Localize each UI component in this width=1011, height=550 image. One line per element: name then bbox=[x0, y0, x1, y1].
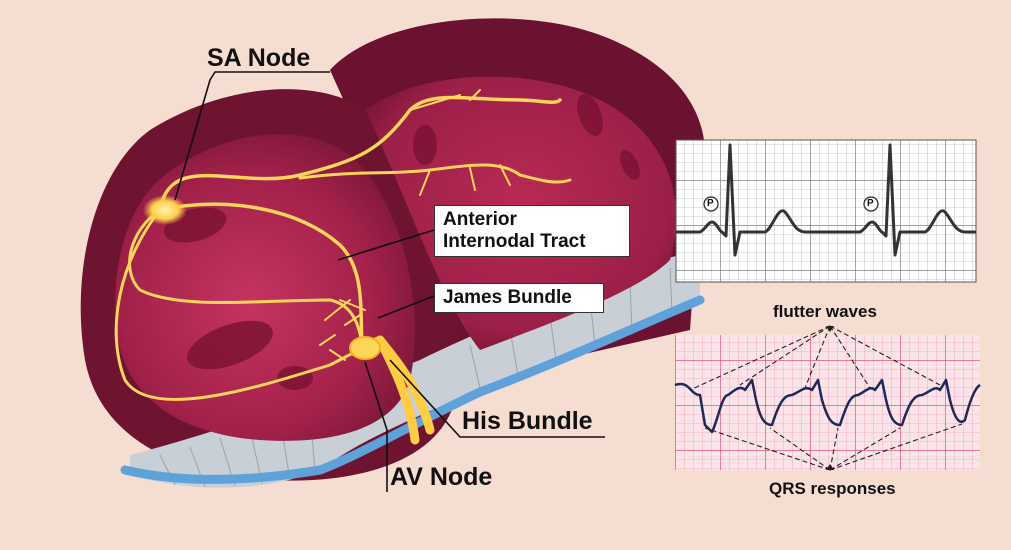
qrs-responses-label: QRS responses bbox=[769, 479, 896, 499]
p-wave-marker-label-1: P bbox=[707, 198, 714, 209]
p-wave-marker-label-2: P bbox=[867, 198, 874, 209]
anterior-internodal-tract-label: Anterior Internodal Tract bbox=[434, 205, 630, 257]
av-node-label: AV Node bbox=[390, 463, 492, 492]
av-node-shape bbox=[350, 337, 380, 359]
his-bundle-label: His Bundle bbox=[462, 407, 593, 436]
anterior-label-line1: Anterior bbox=[443, 209, 621, 231]
james-bundle-label: James Bundle bbox=[434, 283, 604, 313]
flutter-waves-label: flutter waves bbox=[773, 302, 877, 322]
sa-node-glow bbox=[143, 195, 187, 225]
anterior-label-line2: Internodal Tract bbox=[443, 231, 621, 253]
sa-node-label: SA Node bbox=[207, 44, 310, 73]
